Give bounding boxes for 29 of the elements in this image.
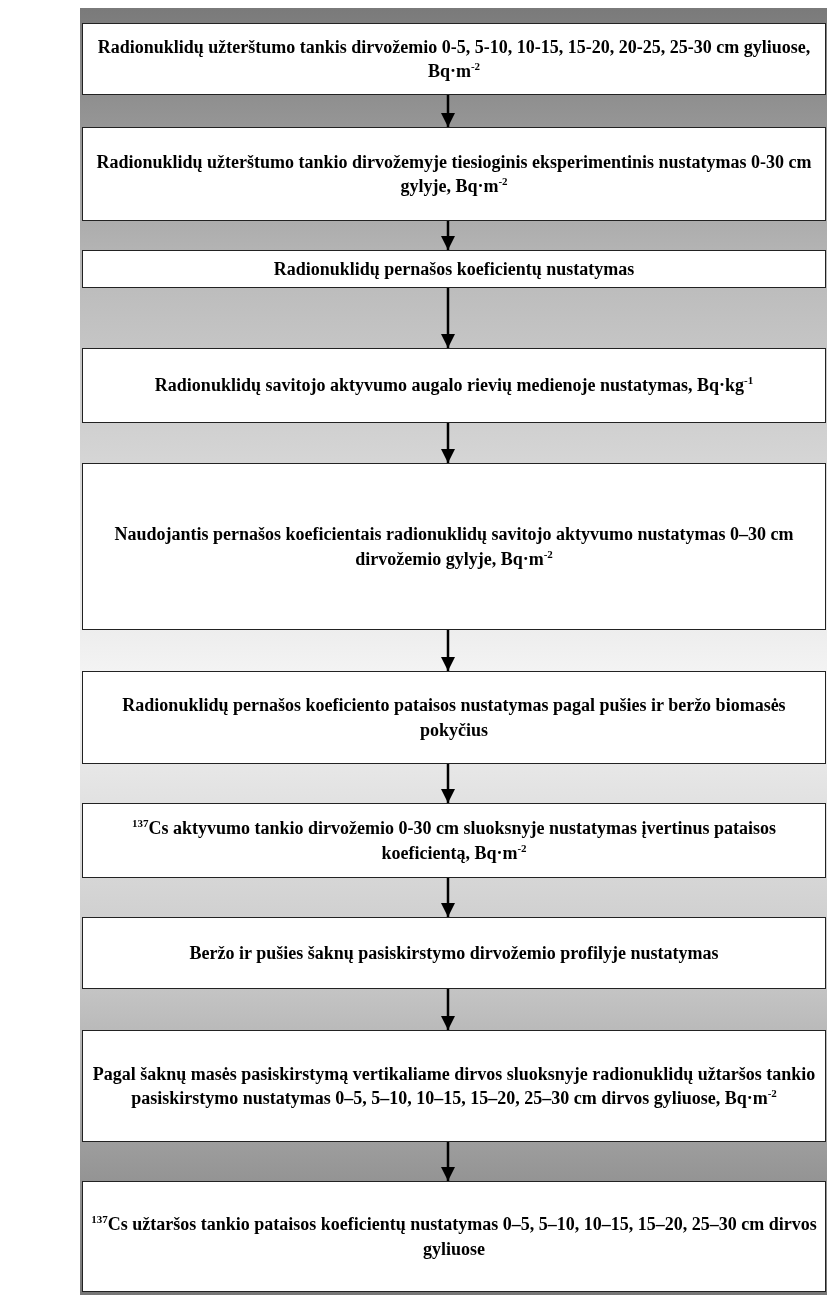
process-box [82, 671, 826, 764]
process-box [82, 1181, 826, 1292]
process-box [82, 803, 826, 878]
step-text: Radionuklidų užterštumo tankio dirvožemyje tiesioginis eksperimentinis nustatymas 0-30 cm gylyje, Bq·m$^{-2}$ [95, 150, 813, 198]
arrow [441, 764, 455, 803]
process-box [82, 1030, 826, 1142]
process-box [82, 917, 826, 989]
step-text: Radionuklidų savitojo aktyvumo augalo rievių medienoje nustatymas, Bq·kg$^{-1}$ [153, 373, 755, 398]
process-box [82, 127, 826, 221]
step-text: Radionuklidų pernašos koeficientų nustatymas [272, 257, 636, 281]
step-text: $^{137}$Cs užtaršos tankio pataisos koeficientų nustatymas 0–5, 5–10, 10–15, 15–20, 25–30 cm dirvos gyliuose [90, 1212, 818, 1261]
step-text: Naudojantis pernašos koeficientais radionuklidų savitojo aktyvumo nustatymas 0–30 cm dirvožemio gylyje, Bq·m$^{-2}$ [113, 523, 795, 571]
arrow [441, 95, 455, 127]
step-text: Pagal šaknų masės pasiskirstymą vertikaliame dirvos sluoksnyje radionuklidų užtaršos tankio pasiskirstymo nustatymas 0–5, 5–10, 10–15, 15–20, 25–30 cm dirvos gyliuose, Bq·m$^{-2}$ [91, 1062, 817, 1110]
arrow [441, 989, 455, 1030]
arrow [441, 1142, 455, 1181]
process-box [82, 23, 826, 95]
arrow [441, 878, 455, 917]
process-box [82, 463, 826, 630]
process-box [82, 348, 826, 423]
step-text: $^{137}$Cs aktyvumo tankio dirvožemio 0-30 cm sluoksnyje nustatymas įvertinus pataisos koeficientą, Bq·m$^{-2}$ [130, 816, 777, 865]
arrow [441, 221, 455, 250]
arrow [441, 288, 455, 348]
step-text: Beržo ir pušies šaknų pasiskirstymo dirvožemio profilyje nustatymas [188, 941, 720, 965]
step-text: Radionuklidų pernašos koeficiento pataisos nustatymas pagal pušies ir beržo biomasės pokyčius [121, 694, 787, 742]
process-box [82, 250, 826, 288]
arrow [441, 630, 455, 671]
arrow [441, 423, 455, 463]
step-text: Radionuklidų užterštumo tankis dirvožemio 0-5, 5-10, 10-15, 15-20, 20-25, 25-30 cm gyliuose, Bq·m$^{-2}$ [96, 35, 812, 83]
